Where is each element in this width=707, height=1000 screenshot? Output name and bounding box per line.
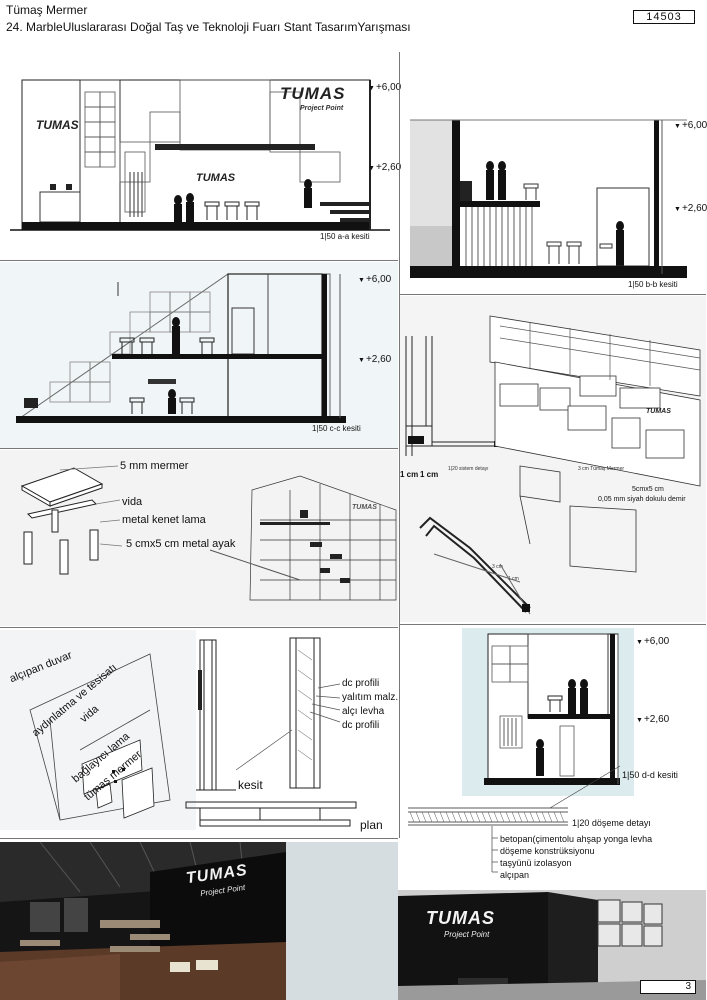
dd-level-high: +6,00: [636, 636, 669, 647]
section-cc-drawing: [16, 273, 346, 423]
aa-logo-left: TUMAS: [36, 118, 79, 132]
entry-code-box: 14503: [633, 10, 695, 24]
system-dim-2: 1 cm: [420, 470, 439, 479]
aa-level-high: +6,00: [368, 82, 401, 93]
stair-logo: TUMAS: [352, 504, 377, 511]
render-interior-wide: TUMAS Project Point: [0, 841, 286, 1000]
cc-level-high: +6,00: [358, 274, 391, 285]
table-detail-panel: 5 mm mermer vida metal kenet lama 5 cmx5…: [0, 450, 398, 626]
dd-level-mid: +2,60: [636, 714, 669, 725]
competition-subtitle: 24. MarbleUluslararası Doğal Taş ve Tekn…: [6, 20, 411, 34]
system-dim-3: 3 cm: [492, 564, 503, 570]
divider-column: [399, 52, 400, 838]
wall-detail-drawing: [29, 637, 357, 827]
table-detail-drawing: [20, 465, 397, 601]
render-interior-wide-image: [0, 841, 286, 1000]
aa-level-mid: +2,60: [368, 162, 401, 173]
divider-row3: [0, 627, 398, 628]
bb-section-label: 1|50 b-b kesiti: [628, 280, 678, 289]
section-bb-panel: +6,00 +2,60 1|50 b-b kesiti: [402, 96, 707, 294]
section-aa-panel: TUMAS Project Point TUMAS TUMAS +6,00 +2…: [0, 52, 401, 260]
section-cc-panel: +6,00 +2,60 1|50 c-c kesiti: [0, 262, 398, 448]
system-detail-logo: TUMAS: [646, 408, 671, 415]
system-steel-note-1: 5cmx5 cm: [632, 486, 664, 493]
wall-dc-profile-2: dc profili: [342, 720, 380, 731]
system-detail-label: 1|20 sistem detayı: [448, 466, 489, 472]
floor-detail-label: 1|20 döşeme detayı: [572, 818, 651, 828]
floor-layer-4: alçıpan: [500, 870, 530, 880]
floor-layer-3: taşyünü izolasyon: [500, 858, 572, 868]
table-screw-label: vida: [122, 496, 143, 508]
wall-insulation-label: yalıtım malz.: [342, 692, 399, 703]
aa-logo-tagline: Project Point: [300, 105, 344, 112]
table-clamp-label: metal kenet lama: [122, 514, 206, 526]
aa-section-label: 1|50 a-a kesiti: [320, 232, 370, 241]
wall-dc-profile-1: dc profili: [342, 678, 380, 689]
wall-plaster-label: alçı levha: [342, 706, 385, 717]
render-gap-block: [286, 842, 398, 1000]
divider-row2: [0, 448, 398, 449]
section-bb-drawing: [410, 119, 687, 278]
divider-row4: [0, 838, 398, 839]
table-marble-label: 5 mm mermer: [120, 460, 189, 472]
section-aa-drawing: [10, 79, 390, 231]
section-dd-panel: +6,00 +2,60 1|50 d-d kesiti 1|20 döşeme …: [400, 626, 706, 888]
render-exterior-logo: TUMAS: [426, 908, 495, 928]
bb-level-mid: +2,60: [674, 203, 707, 214]
aa-logo-main: TUMAS: [280, 84, 346, 103]
system-detail-drawing: [405, 315, 701, 615]
divider-row1: [0, 260, 398, 261]
system-detail-panel: TUMAS 1 cm 1 cm 1|20 sistem detayı 3 cm …: [400, 296, 706, 622]
system-marble-note: 3 cm Tümaş Mermer: [578, 466, 625, 472]
divider-right-1: [400, 294, 706, 295]
cc-section-label: 1|50 c-c kesiti: [312, 424, 361, 433]
wall-detail-panel: alçıpan duvar aydınlatma ve tesisatı vid…: [0, 630, 398, 836]
page-title: Tümaş Mermer: [6, 3, 88, 17]
system-steel-note-2: 0,05 mm siyah dokulu demir: [598, 496, 686, 503]
divider-right-2: [400, 624, 706, 625]
table-leg-label: 5 cmx5 cm metal ayak: [126, 538, 236, 550]
dd-section-label: 1|50 d-d kesiti: [622, 770, 678, 780]
floor-layer-1: betopan(çimentolu ahşap yonga levha: [500, 834, 653, 844]
wall-plan-label: plan: [360, 818, 383, 832]
floor-layer-2: döşeme konstrüksiyonu: [500, 846, 595, 856]
section-dd-drawing: [408, 633, 621, 873]
page-number-box: 3: [640, 980, 696, 994]
system-dim-1: 1 cm: [400, 470, 419, 479]
bb-level-high: +6,00: [674, 120, 707, 131]
aa-logo-center: TUMAS: [196, 172, 236, 184]
system-dim-4: 1 cm: [508, 576, 519, 582]
cc-level-mid: +2,60: [358, 354, 391, 365]
wall-section-label: kesit: [238, 778, 263, 792]
render-exterior-tagline: Project Point: [444, 930, 490, 939]
